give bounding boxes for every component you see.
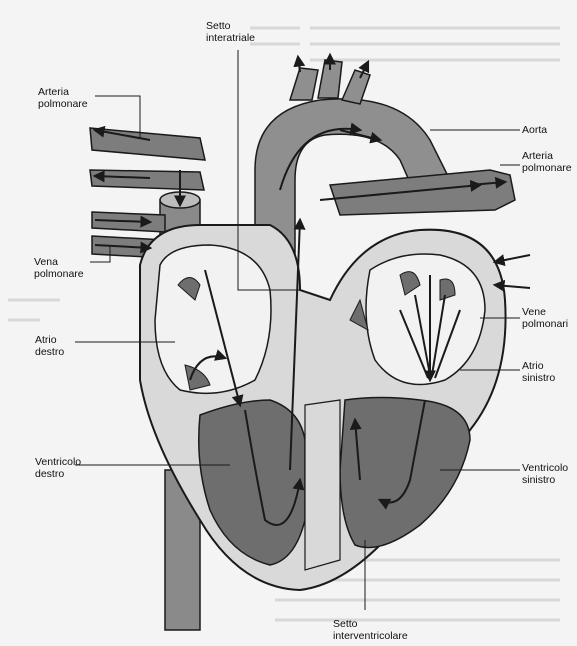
label-line: polmonari <box>522 318 568 330</box>
label-ventricolo-sinistro: Ventricolo sinistro <box>522 462 568 486</box>
label-setto-interatriale: Setto interatriale <box>206 20 255 44</box>
label-setto-interventricolare: Setto interventricolare <box>333 618 408 642</box>
label-arteria-polmonare-left: Arteria polmonare <box>38 86 88 110</box>
setto-interventricolare <box>305 400 340 570</box>
label-atrio-destro: Atrio destro <box>35 334 64 358</box>
label-line: interatriale <box>206 32 255 44</box>
label-line: polmonare <box>522 162 572 174</box>
label-line: sinistro <box>522 372 555 384</box>
label-line: Aorta <box>522 124 547 136</box>
label-line: polmonare <box>34 268 84 280</box>
label-vene-polmonari: Vene polmonari <box>522 306 568 330</box>
label-line: Arteria <box>522 150 572 162</box>
label-line: Vena <box>34 256 84 268</box>
label-ventricolo-destro: Ventricolo destro <box>35 456 81 480</box>
arteria-polmonare-left-branches <box>90 128 205 190</box>
label-vena-polmonare: Vena polmonare <box>34 256 84 280</box>
label-line: sinistro <box>522 474 568 486</box>
label-line: Atrio <box>35 334 64 346</box>
label-atrio-sinistro: Atrio sinistro <box>522 360 555 384</box>
label-line: polmonare <box>38 98 88 110</box>
label-line: Ventricolo <box>35 456 81 468</box>
atrio-destro-chamber <box>155 245 271 393</box>
label-line: Ventricolo <box>522 462 568 474</box>
label-line: Vene <box>522 306 568 318</box>
label-line: destro <box>35 346 64 358</box>
label-line: Setto <box>206 20 255 32</box>
label-line: interventricolare <box>333 630 408 642</box>
label-aorta: Aorta <box>522 124 547 136</box>
label-arteria-polmonare-right: Arteria polmonare <box>522 150 572 174</box>
arteria-polmonare-right <box>330 170 515 215</box>
label-line: Arteria <box>38 86 88 98</box>
label-line: destro <box>35 468 81 480</box>
label-line: Setto <box>333 618 408 630</box>
label-line: Atrio <box>522 360 555 372</box>
